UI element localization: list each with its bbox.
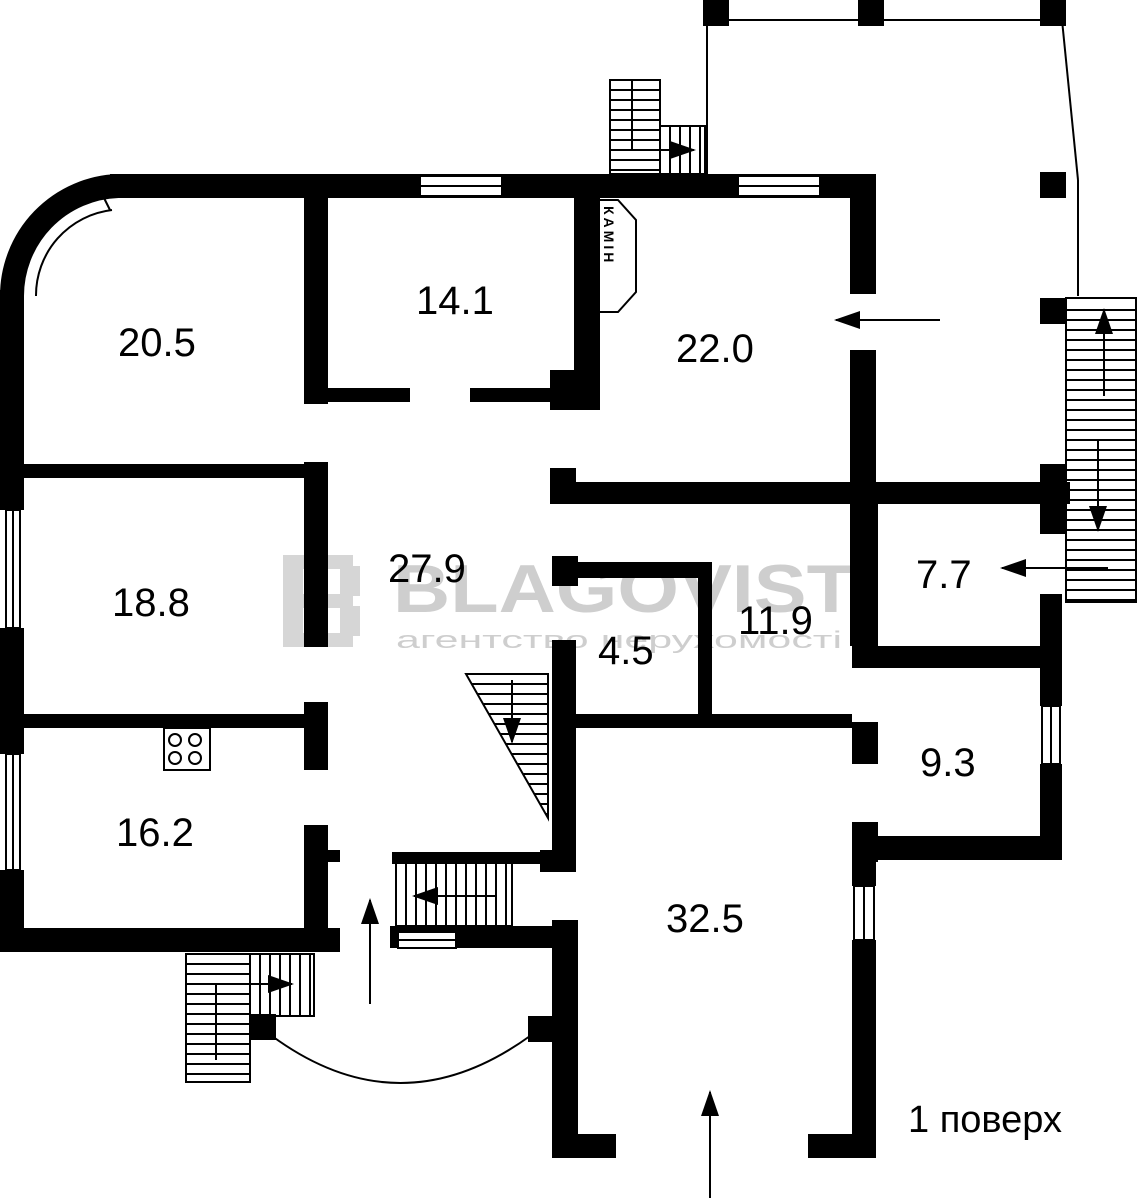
room-area-label: 32.5 [666,897,744,941]
room-area-label: 27.9 [388,547,466,591]
fireplace: КАМІН [600,199,637,313]
kitchen-stove-icon [163,727,211,771]
room-area-label: 11.9 [738,599,813,643]
room-area-label: 14.1 [416,279,494,323]
stairs-icon [1065,297,1137,603]
room-area-label: 7.7 [916,553,972,597]
walls [0,174,1070,1158]
watermark-tagline: агентство нерухомості [396,627,842,654]
stairs-icon [395,859,513,927]
room-area-label: 22.0 [676,327,754,371]
stairs-icon [185,953,315,1083]
room-area-label: 4.5 [598,629,654,673]
room-area-label: 18.8 [112,581,190,625]
floor-label: 1 поверх [908,1099,1062,1141]
stairs-icon [464,673,549,822]
terrace-outline [703,0,1079,324]
fireplace-label: КАМІН [601,206,617,265]
curved-wall [0,174,119,297]
stairs-icon [609,79,706,175]
room-area-label: 16.2 [116,811,194,855]
room-area-label: 9.3 [920,741,976,785]
room-area-label: 20.5 [118,321,196,365]
